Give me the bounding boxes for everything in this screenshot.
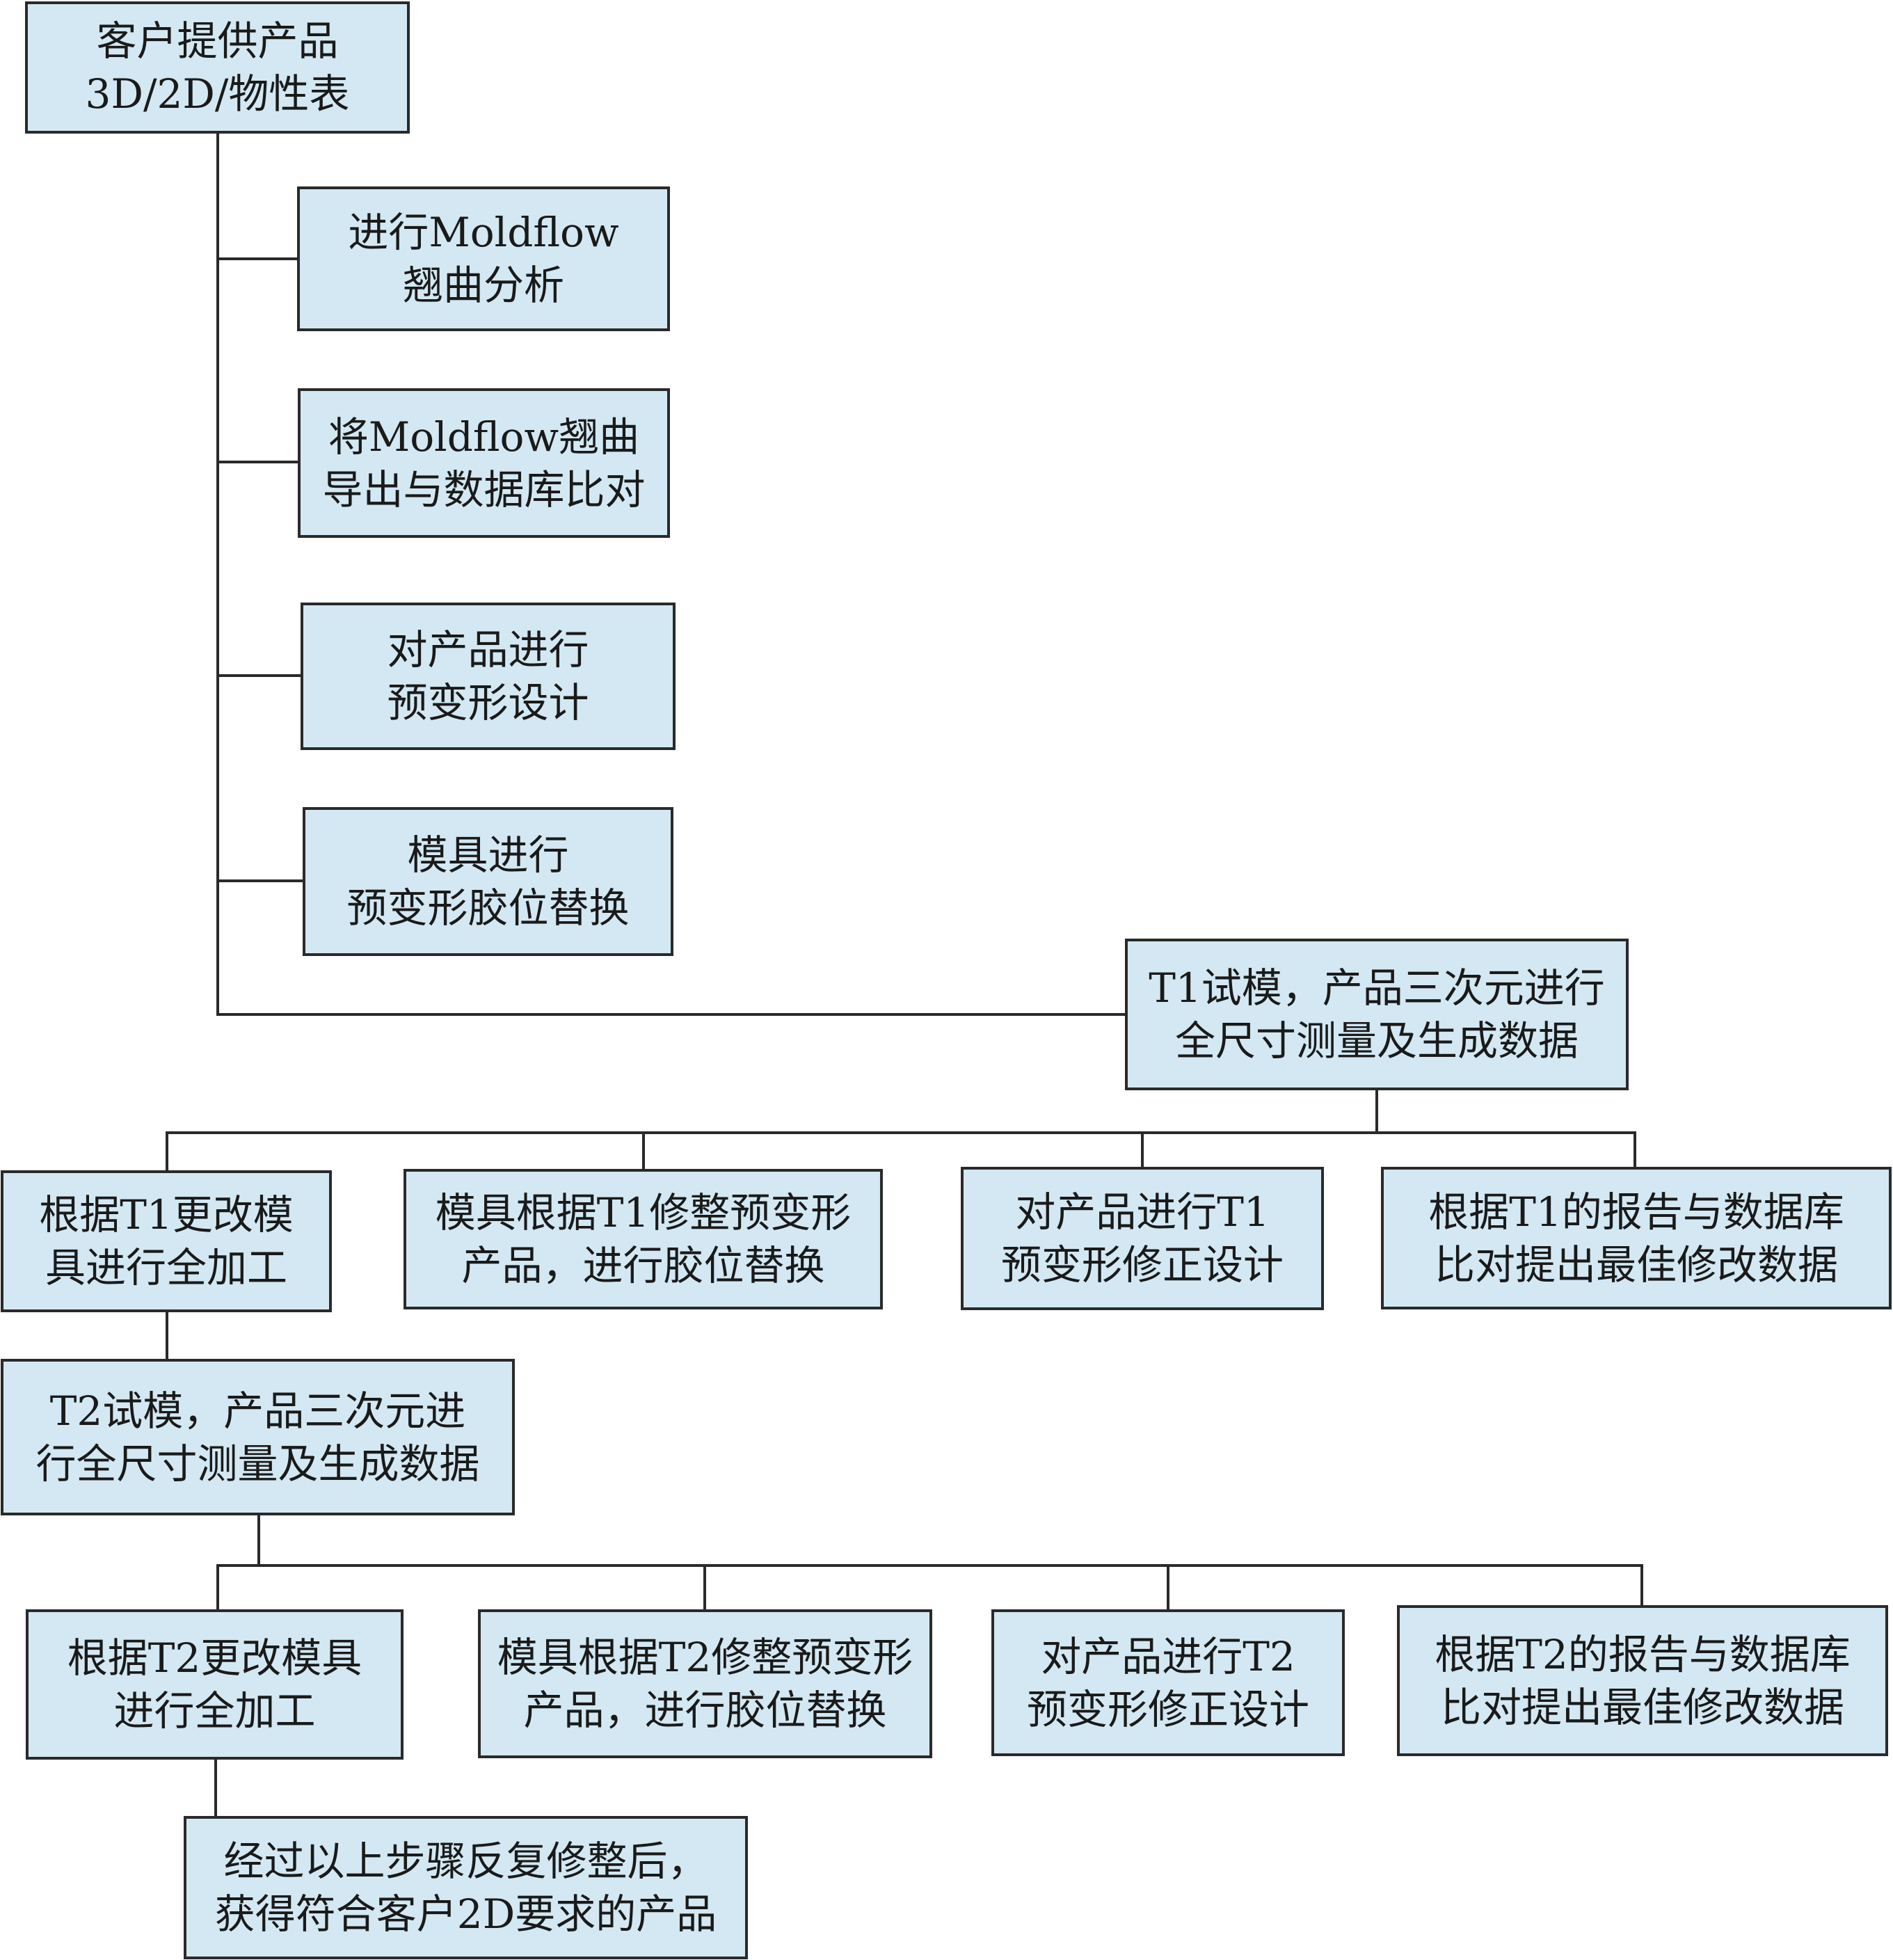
t2-report-compare-line1: 根据T2的报告与数据库 — [1435, 1630, 1851, 1678]
t1-product-correct-line2: 预变形修正设计 — [1000, 1241, 1284, 1289]
customer-input-box: 客户提供产品 3D/2D/物性表 — [25, 1, 410, 134]
t1-report-compare-line1: 根据T1的报告与数据库 — [1428, 1188, 1844, 1236]
t1-report-compare-line2: 比对提出最佳修改数据 — [1434, 1241, 1838, 1289]
customer-input-line1: 客户提供产品 — [96, 17, 339, 65]
mold-insert-replace-box: 模具进行 预变形胶位替换 — [303, 807, 673, 956]
predeform-design-line2: 预变形设计 — [387, 679, 589, 726]
t2-mold-modify-box: 根据T2更改模具 进行全加工 — [26, 1609, 404, 1760]
final-result-line2: 获得符合客户2D要求的产品 — [214, 1890, 717, 1938]
t2-product-correct-box: 对产品进行T2 预变形修正设计 — [991, 1609, 1345, 1756]
predeform-design-line1: 对产品进行 — [387, 626, 589, 674]
t1-trial-line1: T1试模，产品三次元进行 — [1149, 964, 1605, 1012]
t2-mold-modify-line1: 根据T2更改模具 — [67, 1634, 362, 1682]
customer-input-line2: 3D/2D/物性表 — [85, 70, 350, 118]
t1-mold-trim-line1: 模具根据T1修整预变形 — [435, 1189, 852, 1236]
t2-product-correct-line2: 预变形修正设计 — [1026, 1685, 1309, 1733]
t2-report-compare-line2: 比对提出最佳修改数据 — [1440, 1683, 1844, 1731]
t2-trial-box: T2试模，产品三次元进 行全尺寸测量及生成数据 — [1, 1359, 515, 1515]
t2-mold-modify-line2: 进行全加工 — [113, 1687, 316, 1735]
predeform-design-box: 对产品进行 预变形设计 — [301, 603, 676, 750]
final-result-box: 经过以上步骤反复修整后， 获得符合客户2D要求的产品 — [184, 1816, 748, 1959]
t1-trial-box: T1试模，产品三次元进行 全尺寸测量及生成数据 — [1125, 939, 1629, 1090]
t1-mold-modify-box: 根据T1更改模 具进行全加工 — [1, 1170, 332, 1312]
t2-mold-trim-box: 模具根据T2修整预变形 产品，进行胶位替换 — [478, 1609, 932, 1758]
t2-trial-line2: 行全尺寸测量及生成数据 — [35, 1440, 480, 1488]
t1-product-correct-line1: 对产品进行T1 — [1015, 1188, 1270, 1236]
t1-mold-trim-box: 模具根据T1修整预变形 产品，进行胶位替换 — [404, 1169, 883, 1309]
moldflow-analysis-line2: 翘曲分析 — [402, 262, 564, 309]
t2-mold-trim-line2: 产品，进行胶位替换 — [523, 1687, 887, 1734]
t1-trial-line2: 全尺寸测量及生成数据 — [1174, 1017, 1579, 1065]
t1-report-compare-box: 根据T1的报告与数据库 比对提出最佳修改数据 — [1381, 1167, 1892, 1309]
moldflow-export-line2: 导出与数据库比对 — [322, 465, 646, 513]
t1-mold-trim-line2: 产品，进行胶位替换 — [461, 1242, 825, 1289]
moldflow-analysis-box: 进行Moldflow 翘曲分析 — [297, 186, 670, 331]
final-result-line1: 经过以上步骤反复修整后， — [223, 1838, 708, 1885]
t2-trial-line1: T2试模，产品三次元进 — [49, 1387, 466, 1435]
moldflow-export-line1: 将Moldflow翘曲 — [328, 413, 640, 461]
moldflow-export-box: 将Moldflow翘曲 导出与数据库比对 — [298, 388, 670, 538]
t2-mold-trim-line1: 模具根据T2修整预变形 — [497, 1634, 913, 1681]
t1-mold-modify-line2: 具进行全加工 — [45, 1244, 287, 1291]
t2-report-compare-box: 根据T2的报告与数据库 比对提出最佳修改数据 — [1397, 1605, 1888, 1756]
t1-mold-modify-line1: 根据T1更改模 — [39, 1191, 294, 1238]
mold-insert-replace-line1: 模具进行 — [407, 831, 569, 879]
t1-product-correct-box: 对产品进行T1 预变形修正设计 — [961, 1167, 1324, 1310]
t2-product-correct-line1: 对产品进行T2 — [1041, 1632, 1295, 1680]
mold-insert-replace-line2: 预变形胶位替换 — [346, 884, 630, 932]
moldflow-analysis-line1: 进行Moldflow — [348, 209, 619, 256]
